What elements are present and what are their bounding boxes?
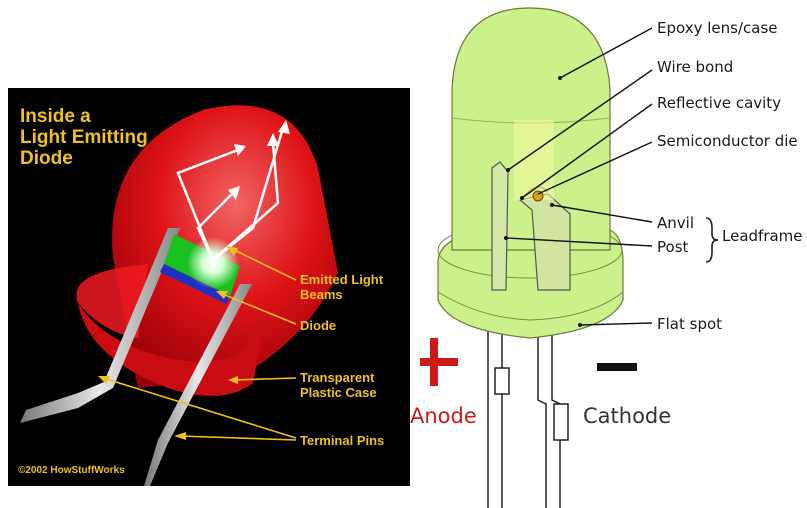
- label-post: Post: [657, 239, 688, 256]
- callout-case-line-2: Plastic Case: [300, 385, 377, 400]
- minus-sign: [597, 363, 637, 371]
- lead-wires: [488, 330, 568, 508]
- callout-terminal-pins: Terminal Pins: [300, 433, 384, 448]
- leadframe-brace: [706, 218, 718, 262]
- title-line-3: Diode: [20, 148, 148, 169]
- title-line-2: Light Emitting: [20, 127, 148, 148]
- label-leadframe: Leadframe: [722, 228, 803, 245]
- label-wire-bond: Wire bond: [657, 59, 733, 76]
- post-frame: [492, 162, 508, 290]
- title: Inside a Light Emitting Diode: [20, 106, 148, 169]
- callout-plastic-case: Transparent Plastic Case: [300, 370, 377, 400]
- plus-sign: [420, 338, 458, 386]
- reflective-cavity: [514, 120, 554, 200]
- callout-emitted-line-2: Beams: [300, 287, 383, 302]
- callout-diode: Diode: [300, 318, 336, 333]
- left-panel: Inside a Light Emitting Diode Emitted Li…: [8, 88, 410, 486]
- callout-emitted-line-1: Emitted Light: [300, 272, 383, 287]
- label-cathode: Cathode: [583, 404, 671, 428]
- title-line-1: Inside a: [20, 106, 148, 127]
- label-reflective-cavity: Reflective cavity: [657, 95, 781, 112]
- label-flat-spot: Flat spot: [657, 316, 722, 333]
- label-semiconductor-die: Semiconductor die: [657, 133, 798, 150]
- label-anvil: Anvil: [657, 215, 694, 232]
- label-epoxy-lens: Epoxy lens/case: [657, 20, 778, 37]
- callout-emitted-light: Emitted Light Beams: [300, 272, 383, 302]
- copyright: ©2002 HowStuffWorks: [18, 465, 125, 476]
- green-led-schematic: [420, 0, 807, 508]
- label-anode: Anode: [410, 404, 477, 428]
- callout-case-line-1: Transparent: [300, 370, 377, 385]
